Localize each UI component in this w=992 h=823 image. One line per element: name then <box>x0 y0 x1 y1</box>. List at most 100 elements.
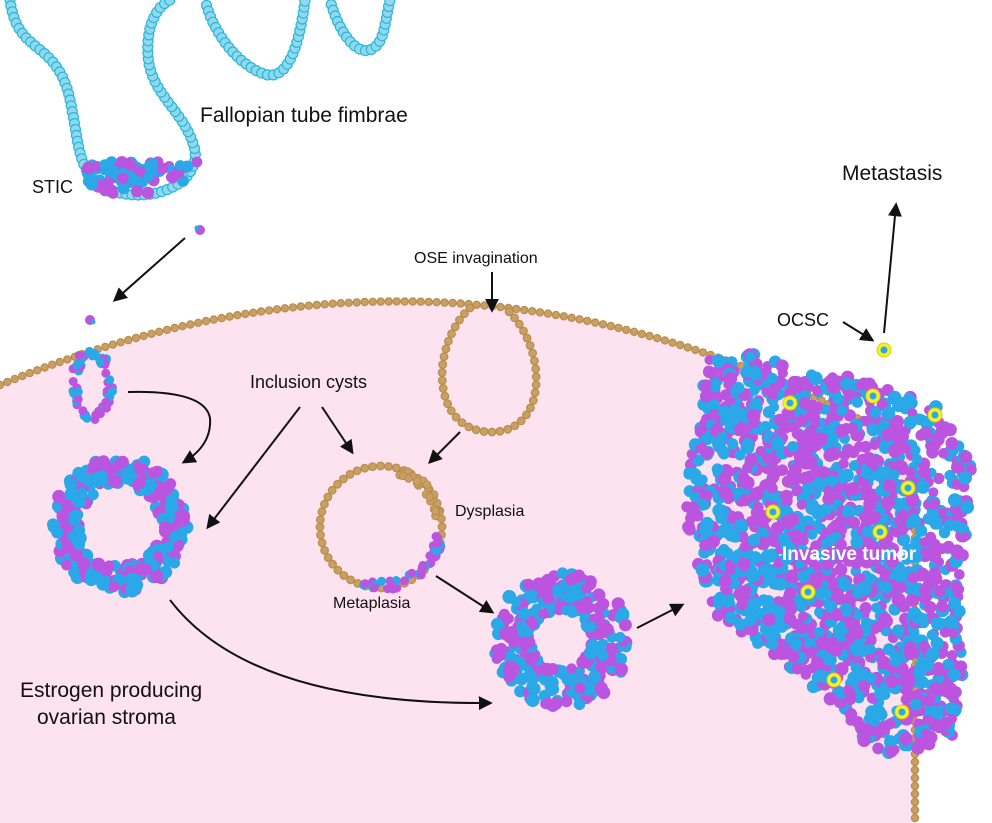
cell <box>947 668 961 682</box>
cell <box>446 406 456 416</box>
cell <box>10 374 20 384</box>
cell <box>384 0 396 7</box>
cell <box>785 408 798 421</box>
cell <box>767 390 778 401</box>
cell <box>431 546 441 555</box>
cell <box>584 646 598 660</box>
cell <box>575 315 584 324</box>
cell <box>556 665 569 678</box>
cell <box>850 662 862 674</box>
cell <box>520 305 529 315</box>
cell <box>944 470 955 481</box>
cell <box>614 323 623 333</box>
cell <box>323 492 333 502</box>
cell <box>530 356 539 366</box>
cell <box>860 466 874 480</box>
cell <box>796 499 807 510</box>
cell <box>958 471 972 485</box>
cell <box>905 493 920 508</box>
cell <box>894 514 907 528</box>
cell <box>736 599 748 611</box>
cell <box>447 329 456 339</box>
cell <box>931 411 939 419</box>
cell <box>734 518 748 532</box>
cell <box>154 327 164 336</box>
cell <box>696 498 709 511</box>
cell <box>747 533 761 547</box>
cell <box>87 349 97 359</box>
cell <box>527 682 541 696</box>
cell <box>881 428 895 442</box>
cell <box>256 307 266 316</box>
cell <box>580 582 593 595</box>
cell <box>716 432 729 444</box>
label-ocsc: OCSC <box>777 310 829 330</box>
cell <box>496 302 505 312</box>
cell <box>368 462 377 472</box>
cell <box>951 460 965 474</box>
cell <box>797 570 810 583</box>
cell <box>809 371 823 386</box>
cell <box>907 514 921 528</box>
cell <box>595 661 607 673</box>
cell <box>352 466 362 476</box>
cell <box>69 547 83 562</box>
cell <box>63 355 72 364</box>
cell <box>705 366 718 380</box>
cell <box>117 182 130 195</box>
cell <box>760 549 775 564</box>
shed-tubal-cells <box>85 225 205 325</box>
cell <box>103 560 115 572</box>
cell <box>134 166 145 177</box>
cell <box>734 590 747 603</box>
cell <box>141 186 155 199</box>
label-ose-invagination: OSE invagination <box>414 250 538 267</box>
cell <box>721 595 734 608</box>
cell <box>702 490 713 501</box>
cell <box>775 649 787 661</box>
cell <box>164 498 179 513</box>
cell <box>926 647 940 662</box>
cell <box>885 554 899 568</box>
cell <box>903 415 917 429</box>
cell <box>531 364 541 374</box>
cell <box>790 376 804 390</box>
cell <box>503 424 513 434</box>
cell <box>431 506 440 516</box>
cell <box>920 728 932 739</box>
cell <box>344 298 353 307</box>
cell <box>64 478 78 491</box>
cell <box>878 685 890 697</box>
cell <box>105 375 115 385</box>
cell <box>68 377 78 386</box>
cell <box>296 302 305 311</box>
cell <box>316 530 325 540</box>
cell <box>333 565 343 575</box>
cell <box>804 588 812 596</box>
cell <box>862 723 874 735</box>
cell <box>773 577 788 591</box>
cell <box>559 312 569 321</box>
cell <box>717 513 728 524</box>
cell <box>209 315 218 324</box>
cell <box>848 460 860 471</box>
cell <box>68 509 83 524</box>
cell <box>689 491 701 502</box>
cell <box>264 306 274 315</box>
cell <box>61 541 74 555</box>
cell <box>412 476 422 486</box>
cell <box>759 420 772 434</box>
cell <box>107 188 119 199</box>
arrow-cyst-to-tumor <box>636 603 685 629</box>
cell <box>437 522 447 532</box>
cell <box>934 556 945 567</box>
cell <box>888 444 902 458</box>
cell <box>597 599 608 610</box>
cell <box>175 512 189 526</box>
cell <box>814 627 825 638</box>
cell <box>153 486 167 500</box>
cell <box>376 297 385 306</box>
cell <box>767 372 778 384</box>
cell <box>885 674 899 688</box>
cell <box>724 564 736 576</box>
